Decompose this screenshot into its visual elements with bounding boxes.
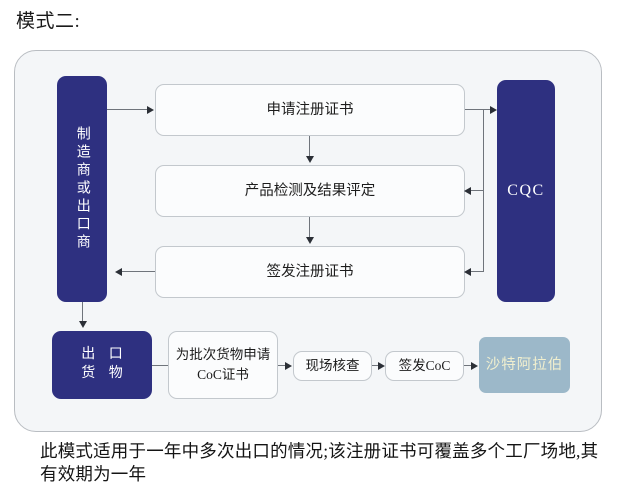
node-step-test-label: 产品检测及结果评定 — [244, 182, 376, 199]
arrowhead-inspection-to-issue-coc — [378, 361, 385, 370]
node-apply-coc-label-line1: 为批次货物申请 — [175, 347, 271, 363]
node-onsite-inspection[interactable]: 现场核查 — [293, 351, 372, 381]
node-export-goods-label-line1: 出 口 — [81, 347, 128, 363]
node-saudi-arabia[interactable]: 沙特阿拉伯 — [479, 337, 570, 393]
node-cqc[interactable]: CQC — [497, 80, 555, 302]
node-onsite-inspection-label: 现场核查 — [305, 357, 360, 373]
node-issue-coc-label: 签发CoC — [398, 357, 451, 373]
arrowhead-apply-to-test — [305, 156, 314, 163]
node-export-goods-label-line2: 货 物 — [81, 366, 128, 381]
connector-cqc-to-issue — [470, 271, 484, 273]
arrowhead-apply-coc-to-inspection — [285, 361, 292, 370]
connector-apply-to-cqc — [465, 109, 491, 111]
connector-issue-to-actor — [120, 271, 155, 273]
arrowhead-actor-to-shipment — [78, 321, 87, 328]
connector-apply-coc-to-inspection — [278, 365, 286, 367]
connector-actor-to-apply — [107, 109, 148, 111]
connector-issue-coc-to-saudi — [464, 365, 472, 367]
node-apply-coc[interactable]: 为批次货物申请 CoC证书 — [168, 331, 278, 399]
node-issue-coc[interactable]: 签发CoC — [385, 351, 464, 381]
connector-actor-to-shipment — [82, 302, 84, 324]
connector-goods-to-apply-coc — [152, 365, 168, 367]
arrowhead-test-to-issue — [305, 237, 314, 244]
arrowhead-cqc-to-test — [464, 186, 471, 195]
node-step-issue-label: 签发注册证书 — [266, 263, 354, 280]
connector-cqc-vertical-to-test — [483, 109, 485, 191]
arrowhead-actor-to-apply — [147, 105, 154, 114]
diagram-caption: 此模式适用于一年中多次出口的情况;该注册证书可覆盖多个工厂场地,其有效期为一年 — [40, 441, 599, 485]
connector-apply-to-test — [309, 136, 311, 158]
node-manufacturer-or-exporter[interactable]: 制造商或出口商 — [57, 76, 107, 302]
arrowhead-issue-to-actor — [115, 267, 122, 276]
connector-cqc-to-test — [470, 190, 484, 192]
node-step-test[interactable]: 产品检测及结果评定 — [155, 165, 465, 217]
arrowhead-cqc-to-issue — [464, 267, 471, 276]
connector-inspection-to-issue-coc — [372, 365, 379, 367]
node-apply-coc-label-line2: CoC证书 — [197, 367, 249, 382]
arrowhead-apply-to-cqc — [490, 105, 497, 114]
node-saudi-arabia-label: 沙特阿拉伯 — [485, 356, 564, 373]
connector-test-to-issue — [309, 217, 311, 239]
page-title: 模式二: — [16, 11, 81, 32]
arrowhead-issue-coc-to-saudi — [471, 361, 478, 370]
node-export-goods-label: 出 口 货 物 — [76, 346, 128, 384]
node-export-goods[interactable]: 出 口 货 物 — [52, 331, 152, 399]
node-step-apply-label: 申请注册证书 — [266, 101, 354, 118]
node-apply-coc-label: 为批次货物申请 CoC证书 — [176, 345, 271, 384]
node-cqc-label: CQC — [507, 182, 545, 199]
node-manufacturer-or-exporter-label: 制造商或出口商 — [74, 126, 90, 252]
node-step-apply[interactable]: 申请注册证书 — [155, 84, 465, 136]
connector-cqc-vertical-to-issue — [483, 190, 485, 272]
node-step-issue[interactable]: 签发注册证书 — [155, 246, 465, 298]
